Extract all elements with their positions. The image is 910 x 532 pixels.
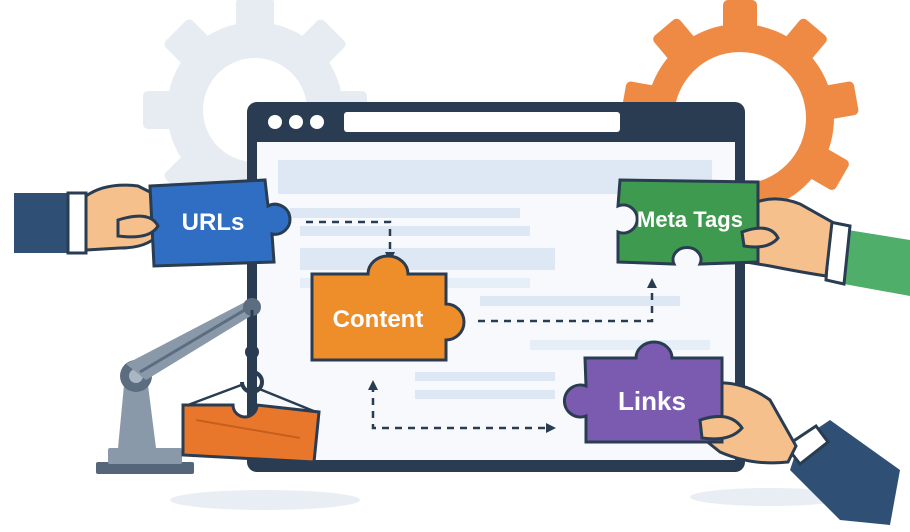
crane-load-piece <box>181 403 321 464</box>
puzzle-piece-urls[interactable]: URLs <box>116 178 292 268</box>
address-bar <box>344 112 620 132</box>
window-dot <box>310 115 324 129</box>
ground-shadow-left <box>170 490 360 510</box>
ground-shadow-right <box>690 488 850 506</box>
content-block <box>300 248 555 270</box>
crane-icon <box>96 298 317 474</box>
puzzle-label: URLs <box>182 209 245 236</box>
content-line <box>415 372 555 381</box>
dashed-arrow-icon <box>306 220 657 433</box>
content-line <box>300 226 530 236</box>
puzzle-label: Meta Tags <box>637 207 743 232</box>
puzzle-piece-content[interactable]: Content <box>310 254 466 362</box>
hand-icon <box>742 197 910 296</box>
content-line <box>290 208 520 218</box>
arrow-head <box>368 380 378 390</box>
puzzle-piece-meta-tags[interactable]: Meta Tags <box>616 178 780 266</box>
window-dot <box>268 115 282 129</box>
hand-icon <box>698 381 900 525</box>
puzzle-label: Content <box>333 306 424 333</box>
content-line <box>415 390 555 399</box>
window-dot <box>289 115 303 129</box>
puzzle-label: Links <box>618 386 686 416</box>
content-line <box>530 340 710 350</box>
puzzle-piece-links[interactable]: Links <box>563 340 744 444</box>
content-line <box>480 296 680 306</box>
